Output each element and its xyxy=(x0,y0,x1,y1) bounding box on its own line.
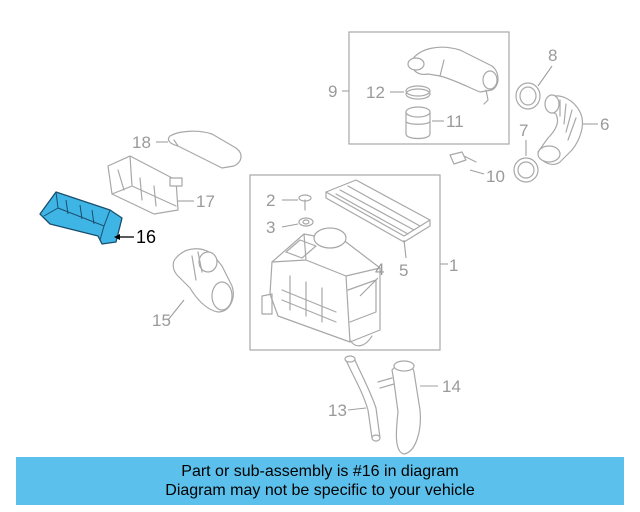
leader-8 xyxy=(537,65,553,87)
callout-7: 7 xyxy=(519,121,528,140)
callout-16: 16 xyxy=(136,227,156,247)
leader-5 xyxy=(403,239,407,259)
part-14-hose[interactable] xyxy=(377,360,421,455)
part-11-coupler[interactable] xyxy=(405,106,431,140)
part-9-intake-pipe[interactable] xyxy=(407,46,499,105)
callout-10: 10 xyxy=(486,167,505,186)
callout-3: 3 xyxy=(266,218,275,237)
part-4-air-box[interactable] xyxy=(261,227,381,347)
leader-13 xyxy=(347,407,367,411)
part-13-drain-hose[interactable] xyxy=(344,355,381,442)
subassembly-box-upper xyxy=(348,31,510,145)
callout-15: 15 xyxy=(152,311,171,330)
callout-18: 18 xyxy=(132,133,151,152)
leader-3 xyxy=(281,223,299,228)
callout-13: 13 xyxy=(328,401,347,420)
disclaimer-line: Diagram may not be specific to your vehi… xyxy=(165,482,475,499)
part-3-grommet[interactable] xyxy=(298,217,314,227)
callout-2: 2 xyxy=(266,191,275,210)
part-info-banner: Part or sub-assembly is #16 in diagram D… xyxy=(16,457,624,505)
part-17-duct[interactable] xyxy=(107,155,183,215)
part-7-clamp[interactable] xyxy=(513,157,539,183)
callout-12: 12 xyxy=(366,83,385,102)
part-16-air-duct[interactable] xyxy=(39,191,123,245)
callout-4: 4 xyxy=(375,260,384,279)
callout-8: 8 xyxy=(548,46,557,65)
leader-15 xyxy=(167,299,185,321)
part-6-hose[interactable] xyxy=(537,94,584,165)
part-18-cover[interactable] xyxy=(167,130,242,169)
callout-14: 14 xyxy=(442,377,461,396)
leader-4 xyxy=(359,277,379,297)
callout-9: 9 xyxy=(328,82,337,101)
part-16-fill xyxy=(39,191,123,245)
part-info-line: Part or sub-assembly is #16 in diagram xyxy=(181,463,459,480)
subassembly-box-main xyxy=(249,174,441,351)
callout-6: 6 xyxy=(600,115,609,134)
part-12-clamp[interactable] xyxy=(405,85,431,100)
leader-10 xyxy=(469,169,485,175)
leader-16-arrow xyxy=(114,234,134,240)
callout-17: 17 xyxy=(196,192,215,211)
callout-5: 5 xyxy=(399,261,408,280)
part-15-intake-hose[interactable] xyxy=(172,248,234,313)
callout-11: 11 xyxy=(446,112,464,131)
part-2-bolt[interactable] xyxy=(298,194,312,211)
part-10-bolt[interactable] xyxy=(449,151,477,165)
part-8-clamp[interactable] xyxy=(515,82,541,110)
callout-1: 1 xyxy=(449,256,458,275)
